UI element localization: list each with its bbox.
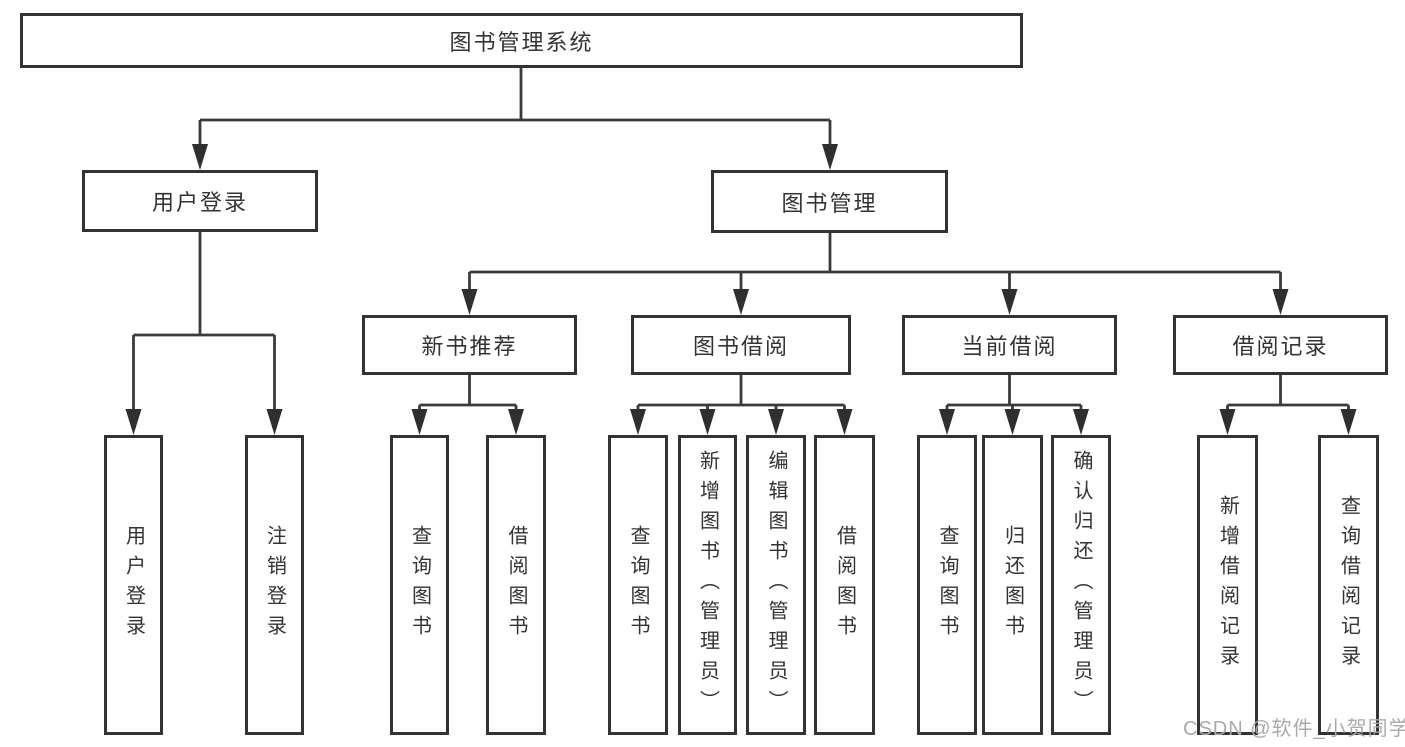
leaf-label: 新增图书（管理员） [696, 450, 719, 720]
leaf-label: 归还图书 [1001, 525, 1024, 645]
leaf-query-books: 查询图书 [390, 435, 449, 735]
leaf-label: 借阅图书 [505, 525, 527, 645]
leaf-return-books: 归还图书 [982, 435, 1043, 735]
connector-userlogin-to-leaves [132, 232, 276, 415]
leaf-logout: 注销登录 [245, 435, 304, 735]
arrow-down-icon [1001, 289, 1018, 315]
arrow-down-icon [939, 409, 955, 435]
arrowheads [125, 144, 1357, 435]
leaf-label: 查询借阅记录 [1337, 495, 1360, 675]
leaf-label: 查询图书 [408, 525, 431, 645]
node-current-borrow: 当前借阅 [902, 315, 1117, 375]
arrow-down-icon [768, 409, 784, 435]
arrow-down-icon [699, 409, 716, 435]
leaf-query-borrow-record: 查询借阅记录 [1318, 435, 1379, 735]
leaf-add-books-admin: 新增图书（管理员） [678, 435, 737, 735]
connector-borrow-to-leaves [636, 375, 846, 415]
leaf-label: 注销登录 [263, 525, 286, 645]
node-user-login: 用户登录 [82, 170, 318, 232]
arrow-down-icon [822, 144, 838, 170]
leaf-user-login: 用户登录 [104, 435, 163, 735]
node-borrow-records: 借阅记录 [1173, 315, 1388, 375]
csdn-watermark: CSDN @软件_小贺同学 [1183, 718, 1405, 740]
leaf-label: 查询图书 [627, 525, 649, 645]
node-new-book-recommend: 新书推荐 [362, 315, 577, 375]
arrow-down-icon [733, 289, 749, 315]
connector-newbooks-to-leaves [418, 375, 518, 415]
arrow-down-icon [836, 409, 853, 435]
connector-root-to-level2 [198, 68, 832, 150]
arrow-down-icon [508, 409, 524, 435]
arrow-down-icon [192, 144, 208, 170]
leaf-query-books: 查询图书 [917, 435, 977, 735]
leaf-label: 借阅图书 [833, 525, 856, 645]
node-root-library-system: 图书管理系统 [20, 13, 1023, 68]
node-book-borrow: 图书借阅 [631, 315, 851, 375]
arrow-down-icon [1272, 289, 1289, 315]
arrow-down-icon [1219, 409, 1236, 435]
leaf-borrow-books: 借阅图书 [814, 435, 875, 735]
arrow-down-icon [125, 409, 142, 435]
arrow-down-icon [411, 409, 428, 435]
arrow-down-icon [461, 289, 478, 315]
leaf-query-books: 查询图书 [608, 435, 668, 735]
leaf-label: 查询图书 [936, 525, 958, 645]
node-book-management: 图书管理 [711, 170, 948, 233]
arrow-down-icon [630, 409, 646, 435]
leaf-label: 用户登录 [122, 525, 145, 645]
leaf-borrow-books: 借阅图书 [486, 435, 546, 735]
leaf-edit-books-admin: 编辑图书（管理员） [746, 435, 806, 735]
arrow-down-icon [266, 409, 283, 435]
leaf-label: 新增借阅记录 [1216, 495, 1239, 675]
arrow-down-icon [1004, 409, 1021, 435]
connector-bookmgmt-to-level3 [468, 233, 1282, 295]
leaf-confirm-return-admin: 确认归还（管理员） [1051, 435, 1111, 735]
leaf-label: 编辑图书（管理员） [765, 450, 787, 720]
arrow-down-icon [1340, 409, 1357, 435]
leaf-add-borrow-record: 新增借阅记录 [1197, 435, 1258, 735]
arrow-down-icon [1073, 409, 1089, 435]
connector-records-to-leaves [1226, 375, 1350, 415]
leaf-label: 确认归还（管理员） [1070, 450, 1092, 720]
